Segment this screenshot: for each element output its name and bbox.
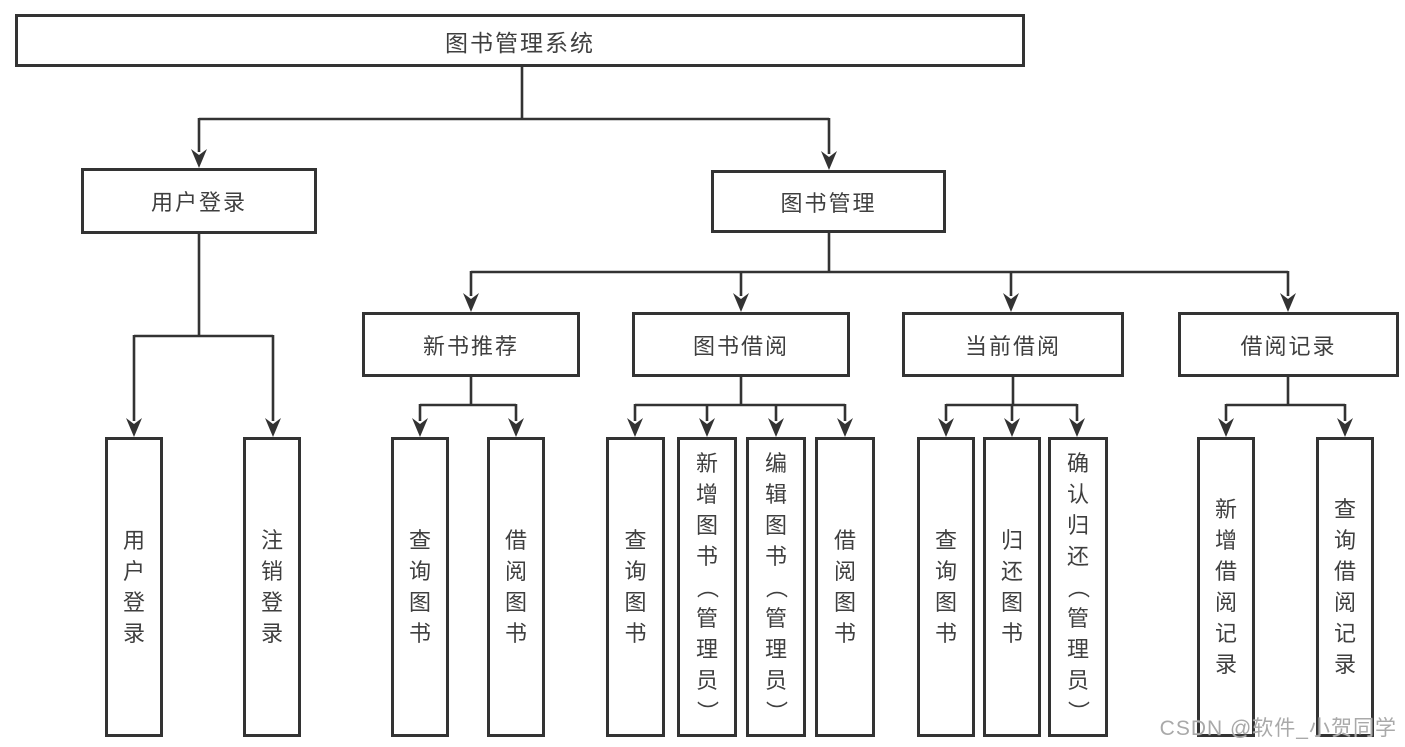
arrowhead-icon (126, 418, 142, 437)
leaf-add-borrow-record: 新增借阅记录 (1197, 437, 1255, 737)
arrowhead-icon (412, 418, 428, 437)
arrowhead-icon (1337, 418, 1353, 437)
node-current-borrow: 当前借阅 (902, 312, 1124, 377)
leaf-edit-book-admin: 编辑图书（管理员） (746, 437, 806, 737)
node-label: 图书借阅 (692, 333, 789, 359)
leaf-user-login: 用户登录 (105, 437, 163, 737)
node-label: 用户登录 (150, 190, 247, 215)
leaf-query-book-3: 查询图书 (917, 437, 975, 737)
arrowhead-icon (837, 418, 853, 437)
arrowhead-icon (768, 418, 784, 437)
leaf-query-borrow-record: 查询借阅记录 (1316, 437, 1374, 737)
arrowhead-icon (1218, 418, 1234, 437)
node-label: 当前借阅 (964, 333, 1061, 359)
node-label: 图书管理 (780, 190, 877, 216)
leaf-add-book-admin: 新增图书（管理员） (677, 437, 737, 737)
node-new-book-recommend: 新书推荐 (362, 312, 580, 377)
arrowhead-icon (1280, 293, 1296, 312)
leaf-confirm-return-admin: 确认归还（管理员） (1048, 437, 1108, 737)
node-label: 新书推荐 (422, 333, 519, 359)
arrowhead-icon (627, 418, 643, 437)
node-user-login: 用户登录 (81, 168, 317, 234)
arrowhead-icon (938, 418, 954, 437)
node-label: 借阅记录 (1240, 333, 1337, 359)
node-borrow-record: 借阅记录 (1178, 312, 1399, 377)
diagram-title: 图书管理系统 (445, 29, 595, 56)
arrowhead-icon (821, 151, 837, 170)
arrowhead-icon (463, 293, 479, 312)
leaf-borrow-book-1: 借阅图书 (487, 437, 545, 737)
arrowhead-icon (699, 418, 715, 437)
node-book-borrow: 图书借阅 (632, 312, 850, 377)
arrowhead-icon (191, 149, 207, 168)
node-book-management: 图书管理 (711, 170, 946, 233)
arrowhead-icon (1004, 418, 1020, 437)
arrowhead-icon (1069, 418, 1085, 437)
csdn-watermark: CSDN @软件_小贺同学 (1159, 717, 1397, 740)
leaf-query-book-1: 查询图书 (391, 437, 449, 737)
arrowhead-icon (508, 418, 524, 437)
arrowhead-icon (733, 293, 749, 312)
arrowhead-icon (265, 418, 281, 437)
leaf-return-book: 归还图书 (983, 437, 1041, 737)
node-root: 图书管理系统 (15, 14, 1025, 67)
arrowhead-icon (1003, 293, 1019, 312)
leaf-borrow-book-2: 借阅图书 (815, 437, 875, 737)
leaf-logout: 注销登录 (243, 437, 301, 737)
leaf-query-book-2: 查询图书 (606, 437, 665, 737)
